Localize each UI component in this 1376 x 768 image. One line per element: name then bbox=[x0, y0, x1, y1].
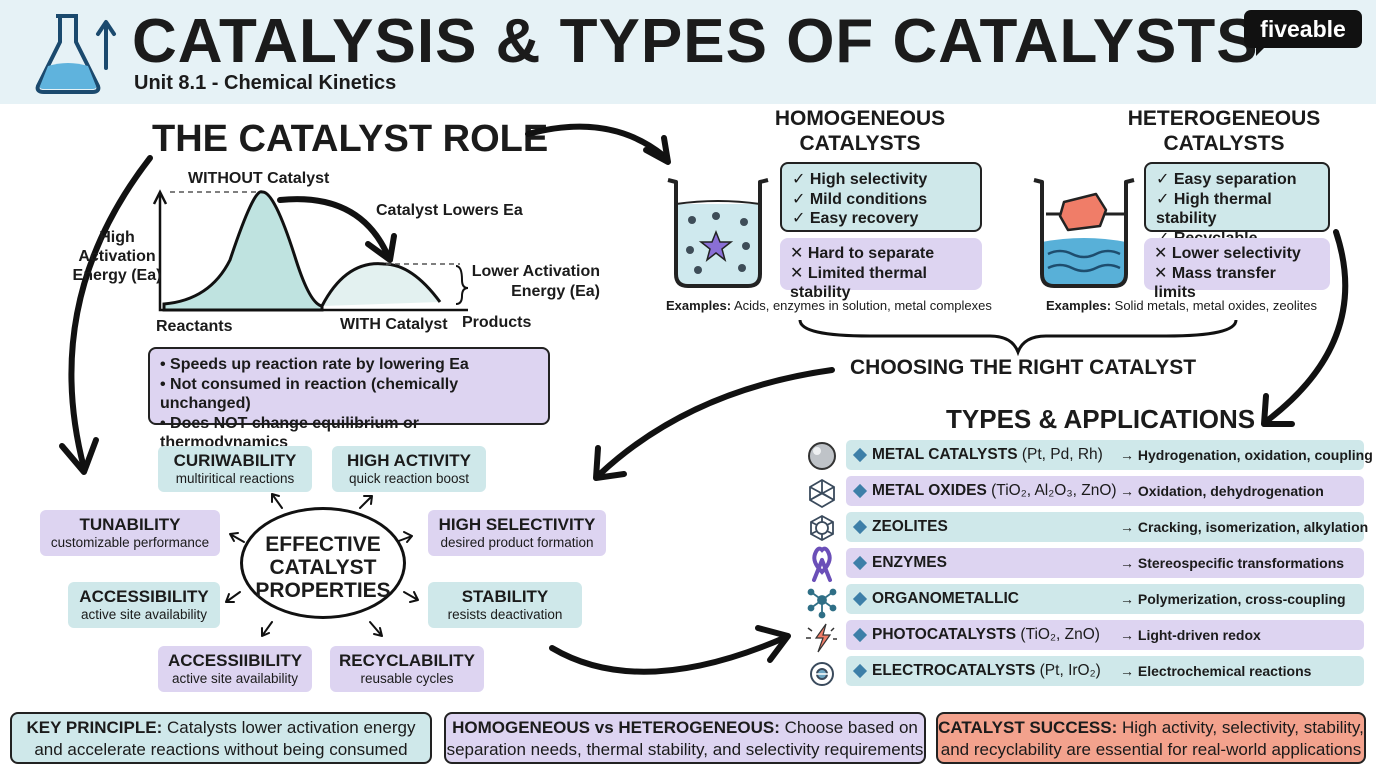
homo-vs-hetero-box: HOMOGENEOUS vs HETEROGENEOUS: Choose bas… bbox=[444, 712, 926, 764]
property-high-activity: HIGH ACTIVITY quick reaction boost bbox=[332, 446, 486, 492]
homogeneous-pros: ✓ High selectivity ✓ Mild conditions ✓ E… bbox=[780, 162, 982, 232]
property-recyclability: RECYCLABILITY reusable cycles bbox=[330, 646, 484, 692]
diamond-bullet-icon bbox=[852, 555, 868, 571]
homogeneous-cons: ✕ Hard to separate ✕ Limited thermal sta… bbox=[780, 238, 982, 301]
role-point: • Not consumed in reaction (chemically u… bbox=[160, 375, 459, 413]
con-item: ✕ Limited thermal stability bbox=[790, 264, 927, 302]
type-row-metal-oxides: METAL OXIDES (TiO₂, Al₂O₃, ZnO) → Oxidat… bbox=[846, 476, 1364, 506]
lowers-ea-label: Catalyst Lowers Ea bbox=[376, 202, 523, 219]
lightning-icon bbox=[806, 623, 837, 653]
page-subtitle: Unit 8.1 - Chemical Kinetics bbox=[134, 72, 397, 94]
property-stability: STABILITY resists deactivation bbox=[428, 582, 582, 628]
diamond-bullet-icon bbox=[852, 627, 868, 643]
diamond-bullet-icon bbox=[852, 591, 868, 607]
properties-center-label: EFFECTIVE CATALYST PROPERTIES bbox=[255, 533, 391, 602]
key-principle-box: KEY PRINCIPLE: Catalysts lower activatio… bbox=[10, 712, 432, 764]
electrode-icon bbox=[810, 662, 834, 686]
homogeneous-title: HOMOGENEOUS CATALYSTS bbox=[774, 107, 946, 155]
pro-item: ✓ High selectivity bbox=[792, 171, 928, 188]
pro-item: ✓ Mild conditions bbox=[792, 190, 928, 208]
metal-sphere-icon bbox=[808, 442, 836, 470]
choosing-title: CHOOSING THE RIGHT CATALYST bbox=[850, 356, 1197, 379]
diamond-bullet-icon bbox=[852, 519, 868, 535]
role-point: • Speeds up reaction rate by lowering Ea bbox=[160, 356, 469, 373]
property-accessibility: ACCESSIBILITY active site availability bbox=[68, 582, 220, 628]
catalyst-role-title: THE CATALYST ROLE bbox=[152, 118, 549, 160]
fiveable-logo[interactable]: fiveable bbox=[1244, 10, 1362, 48]
without-catalyst-label: WITHOUT Catalyst bbox=[188, 170, 330, 187]
homogeneous-examples: Examples: Acids, enzymes in solution, me… bbox=[666, 298, 992, 313]
with-catalyst-label: WITH Catalyst bbox=[340, 316, 448, 333]
catalyst-role-points: • Speeds up reaction rate by lowering Ea… bbox=[148, 347, 550, 451]
type-row-electrocatalysts: ELECTROCATALYSTS (Pt, IrO₂) → Electroche… bbox=[846, 656, 1364, 686]
catalyst-success-box: CATALYST SUCCESS: High activity, selecti… bbox=[936, 712, 1366, 764]
reactants-label: Reactants bbox=[156, 318, 233, 335]
molecule-icon bbox=[807, 588, 837, 619]
type-row-photocatalysts: PHOTOCATALYSTS (TiO₂, ZnO) → Light-drive… bbox=[846, 620, 1364, 650]
heterogeneous-examples: Examples: Solid metals, metal oxides, ze… bbox=[1046, 298, 1317, 313]
page-title: CATALYSIS & TYPES OF CATALYSTS bbox=[132, 7, 1259, 76]
con-item: ✕ Mass transfer limits bbox=[1154, 264, 1276, 302]
diamond-bullet-icon bbox=[852, 447, 868, 463]
enzyme-ribbon-icon bbox=[812, 546, 832, 582]
types-title: TYPES & APPLICATIONS bbox=[946, 404, 1256, 434]
high-ea-label: High Activation Energy (Ea) bbox=[72, 229, 162, 284]
diamond-bullet-icon bbox=[852, 483, 868, 499]
type-icons bbox=[806, 442, 837, 686]
con-item: ✕ Lower selectivity bbox=[1154, 245, 1301, 262]
zeolite-cage-icon bbox=[810, 514, 834, 542]
heterogeneous-beaker-icon bbox=[1033, 178, 1135, 288]
homogeneous-beaker-icon bbox=[667, 178, 769, 288]
flask-icon bbox=[35, 14, 116, 94]
pro-item: ✓ Easy recovery bbox=[792, 210, 919, 227]
property-accessiibility: ACCESSIIBILITY active site availability bbox=[158, 646, 312, 692]
type-row-zeolites: ZEOLITES → Cracking, isomerization, alky… bbox=[846, 512, 1368, 542]
pro-item: ✓ Easy separation bbox=[1156, 171, 1297, 188]
diamond-bullet-icon bbox=[852, 663, 868, 679]
type-row-enzymes: ENZYMES → Stereospecific transformations bbox=[846, 548, 1364, 578]
products-label: Products bbox=[462, 314, 532, 331]
property-tunability: TUNABILITY customizable performance bbox=[40, 510, 220, 556]
heterogeneous-cons: ✕ Lower selectivity ✕ Mass transfer limi… bbox=[1144, 238, 1330, 301]
heterogeneous-title: HETEROGENEOUS CATALYSTS bbox=[1127, 107, 1321, 155]
property-high-selectivity: HIGH SELECTIVITY desired product formati… bbox=[428, 510, 606, 556]
property-curiwability: CURIWABILITY multiritical reactions bbox=[158, 446, 312, 492]
pro-item: ✓ High thermal stability bbox=[1156, 190, 1272, 228]
lower-ea-label: Lower Activation Energy (Ea) bbox=[471, 263, 600, 300]
lowers-arrow bbox=[277, 196, 397, 263]
header-band bbox=[0, 0, 1376, 104]
properties-center bbox=[240, 507, 406, 619]
con-item: ✕ Hard to separate bbox=[790, 245, 935, 262]
energy-diagram bbox=[152, 189, 469, 312]
type-row-organometallic: ORGANOMETALLIC → Polymerization, cross-c… bbox=[846, 584, 1364, 614]
heterogeneous-pros: ✓ Easy separation ✓ High thermal stabili… bbox=[1144, 162, 1330, 247]
type-row-metal-catalysts: METAL CATALYSTS (Pt, Pd, Rh) → Hydrogena… bbox=[846, 440, 1373, 470]
crystal-lattice-icon bbox=[809, 478, 835, 509]
logo-tail bbox=[1256, 44, 1268, 56]
